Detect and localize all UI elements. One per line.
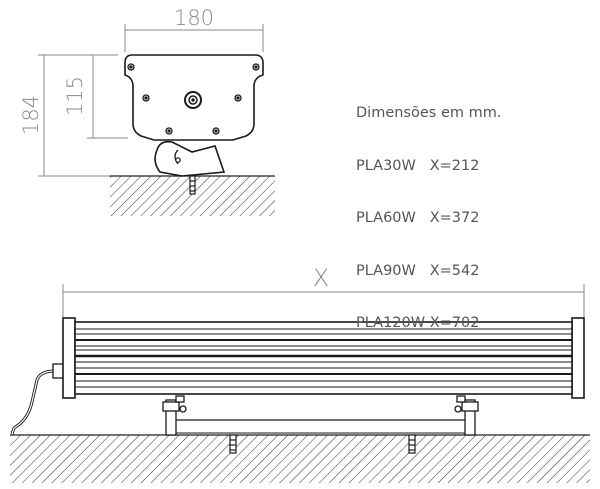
model-line-3: PLA90W X=542 (356, 262, 480, 279)
model-line-2: PLA60W X=372 (356, 210, 480, 226)
power-cable-inner (11, 370, 56, 435)
width-dimension-label: 180 (174, 6, 214, 30)
cable-gland (52, 363, 64, 379)
length-dimension-label: X (313, 264, 329, 292)
anchor-bolt-side (189, 175, 196, 195)
mounting-bracket (154, 140, 226, 177)
body-height-dimension-label: 115 (63, 76, 87, 116)
anchor-bolt-front-left (229, 434, 237, 454)
end-cap-left (62, 317, 76, 399)
housing-screws (127, 63, 260, 135)
dimension-notes: Dimensões em mm. PLA30W X=212 PLA60W X=3… (356, 70, 501, 350)
width-dimension (124, 24, 264, 52)
pivot-knob (184, 91, 202, 109)
anchor-bolt-front-right (408, 434, 416, 454)
front-view: X (10, 264, 590, 483)
height-dimension-label: 184 (19, 95, 43, 135)
side-view: 180 184 115 (19, 6, 275, 216)
height-dimension (38, 54, 118, 177)
length-dimension (62, 284, 585, 320)
bracket-slot (174, 149, 179, 165)
notes-heading: Dimensões em mm. (356, 105, 502, 121)
profile-lines (75, 328, 572, 388)
mounting-bracket-left (162, 395, 187, 436)
bracket-bolt (175, 157, 181, 163)
mounting-bracket-right (454, 395, 479, 436)
end-cap-right (571, 317, 585, 399)
model-line-4: PLA120W X=702 (356, 315, 480, 331)
model-line-1: PLA30W X=212 (356, 157, 480, 174)
ground-hatch-front (10, 435, 590, 483)
body-height-dimension (87, 55, 128, 139)
